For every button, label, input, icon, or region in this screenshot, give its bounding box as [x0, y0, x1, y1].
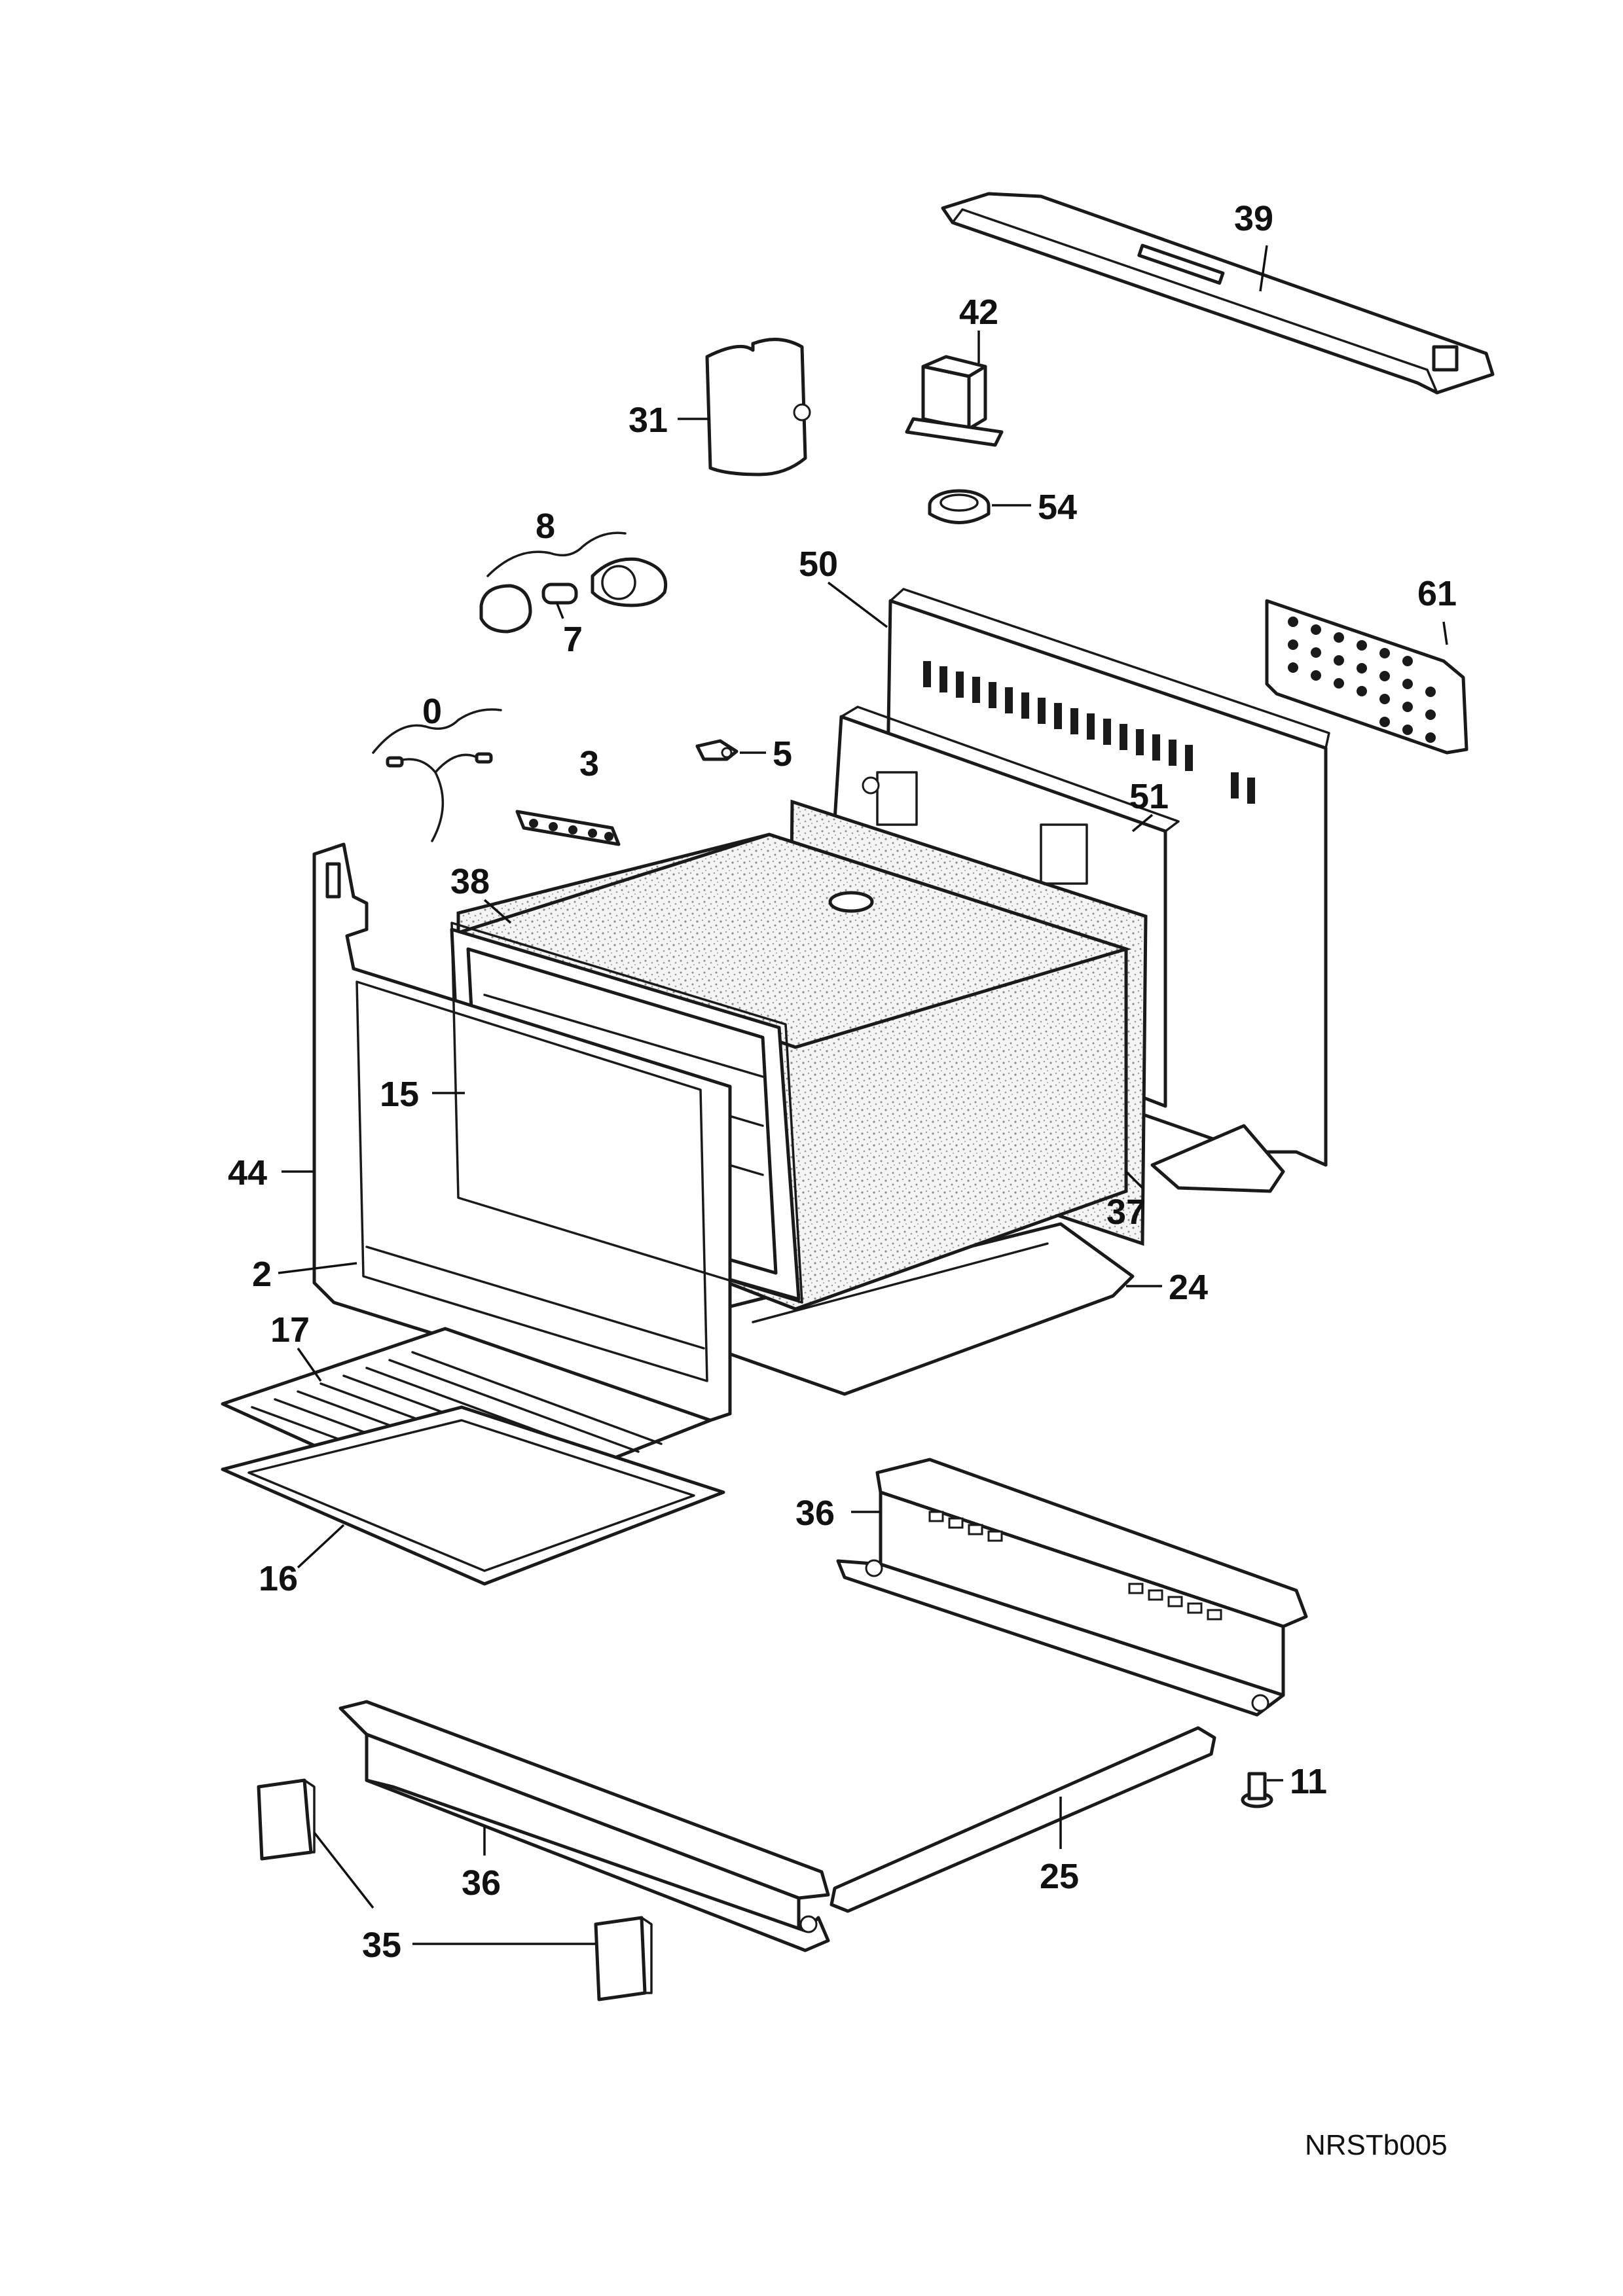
diagram-reference-code: NRSTb005	[1305, 2129, 1448, 2161]
leader-lines	[278, 245, 1448, 1945]
rear-panel-vents	[923, 661, 1255, 804]
callout-2: 2	[252, 1255, 272, 1294]
part-5-clip	[695, 739, 739, 761]
callout-24: 24	[1169, 1268, 1208, 1307]
callout-8: 8	[536, 507, 555, 546]
callout-17: 17	[270, 1310, 310, 1350]
callout-42: 42	[959, 293, 998, 332]
callout-25: 25	[1040, 1857, 1079, 1896]
callout-39: 39	[1234, 199, 1273, 238]
part-31-curved-cover	[705, 338, 811, 476]
part-42-component	[905, 355, 1004, 447]
callout-16: 16	[259, 1559, 298, 1598]
part-35-foot-right	[594, 1916, 653, 2001]
part-61-perforated-plate	[1265, 599, 1468, 755]
part-25-rod	[830, 1726, 1216, 1913]
part-15-door-seal	[450, 922, 803, 1304]
part-8-lamp-assembly	[479, 531, 668, 634]
part-36-side-rail-upper	[836, 1458, 1308, 1717]
part-0-wiring	[372, 708, 502, 842]
part-35-foot-left	[257, 1778, 316, 1861]
part-39-top-rail	[941, 192, 1495, 395]
callout-51: 51	[1129, 777, 1169, 816]
callout-44: 44	[228, 1153, 267, 1193]
part-3-terminal-block	[515, 810, 621, 846]
callout-36-upper: 36	[795, 1494, 835, 1533]
callout-61: 61	[1417, 574, 1457, 613]
callout-15: 15	[380, 1075, 419, 1114]
callout-38: 38	[450, 862, 490, 901]
callout-3: 3	[579, 744, 599, 783]
part-54-disc	[928, 489, 991, 524]
callout-5: 5	[773, 734, 792, 774]
callout-54: 54	[1038, 488, 1077, 527]
part-16-baking-tray	[221, 1405, 725, 1586]
callout-35: 35	[362, 1926, 401, 1965]
part-44-front-frame	[312, 842, 732, 1422]
callout-36-lower: 36	[462, 1863, 501, 1903]
callout-7: 7	[563, 620, 583, 659]
callout-31: 31	[629, 401, 668, 440]
callout-labels: 39 42 31 54 8 7 50 61 0 3 5 51 38 15 44 …	[228, 199, 1457, 1965]
part-11-screw	[1241, 1772, 1273, 1808]
callout-0: 0	[422, 692, 442, 731]
part-36-side-rail-lower	[338, 1700, 830, 1952]
callout-50: 50	[799, 545, 838, 584]
callout-37: 37	[1106, 1193, 1146, 1232]
callout-11: 11	[1290, 1762, 1327, 1801]
